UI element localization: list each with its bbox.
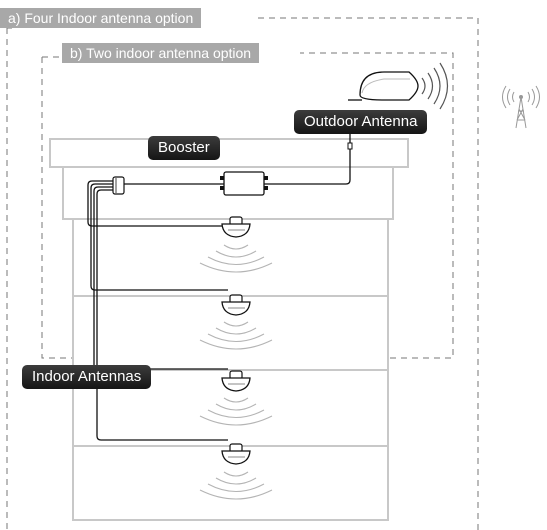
indoor-cable-4 (96, 189, 228, 441)
indoor-signal-waves-icon-3 (199, 397, 273, 426)
splitter-icon (112, 176, 125, 195)
indoor-signal-waves-icon-4 (199, 471, 273, 500)
booster-label: Booster (148, 136, 220, 160)
option-b-boundary (41, 52, 454, 359)
roof-slab (49, 138, 409, 168)
tower-icon (502, 85, 540, 129)
indoor-antenna-3-icon (221, 370, 251, 392)
indoor-antenna-4-icon (221, 443, 251, 465)
booster-icon (220, 171, 268, 196)
cables (87, 130, 351, 441)
indoor-antenna-1-icon (221, 216, 251, 238)
indoor-signal-waves-icon-2 (199, 321, 273, 350)
indoor-signal-waves-icon-1 (199, 244, 273, 273)
outdoor-antenna-icon (347, 71, 419, 150)
outdoor-cable (264, 130, 351, 185)
indoor-antennas-label: Indoor Antennas (22, 365, 152, 389)
indoor-antenna-2-icon (221, 294, 251, 316)
outdoor-antenna-label: Outdoor Antenna (294, 110, 428, 134)
option-a-boundary (6, 17, 479, 530)
outdoor-signal-waves-icon (421, 62, 449, 110)
option-b-label: b) Two indoor antenna option (62, 43, 260, 63)
option-a-label: a) Four Indoor antenna option (0, 8, 202, 28)
